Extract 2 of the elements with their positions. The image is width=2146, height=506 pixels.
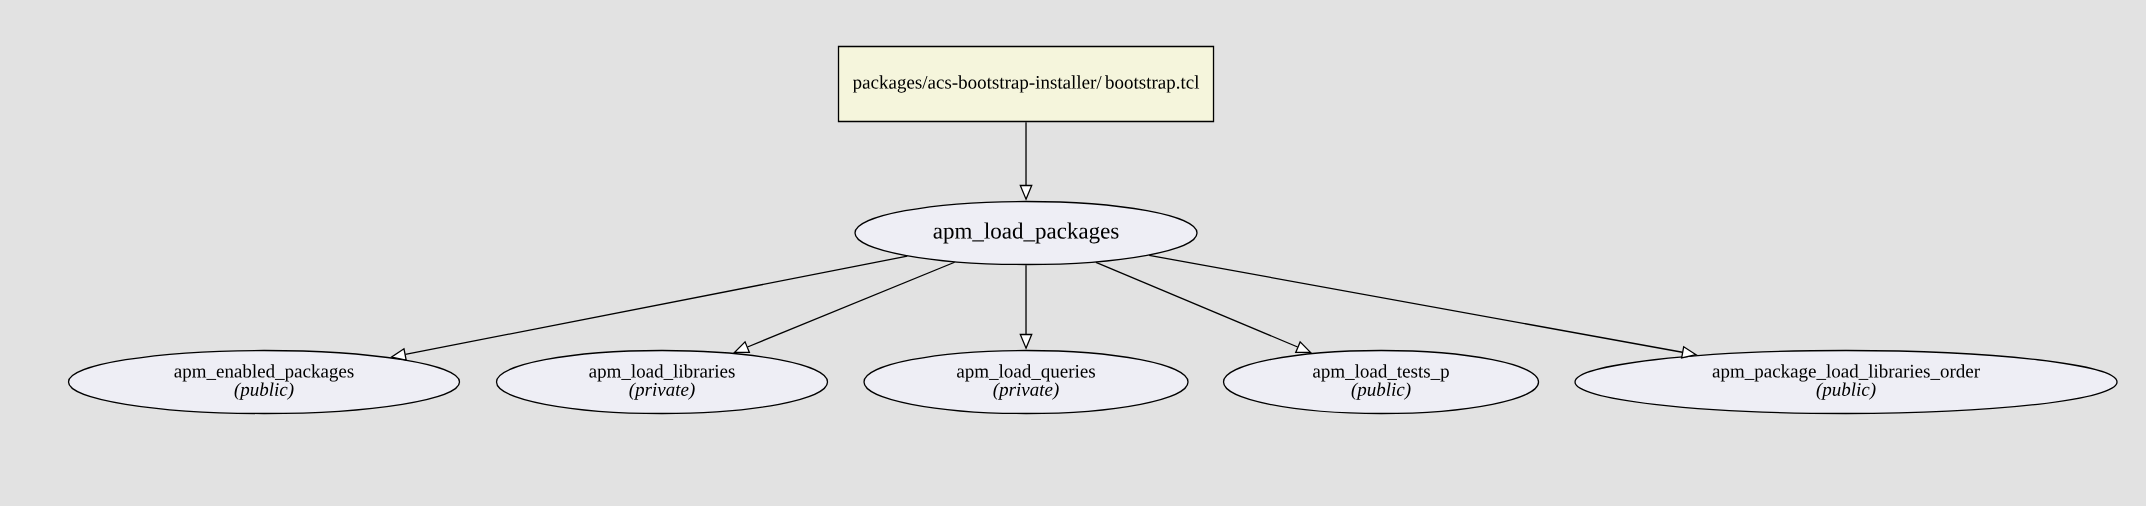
file-box: packages/acs-bootstrap-installer/ bootstrap.tcl: [837, 45, 1215, 123]
arrow: [733, 261, 956, 354]
